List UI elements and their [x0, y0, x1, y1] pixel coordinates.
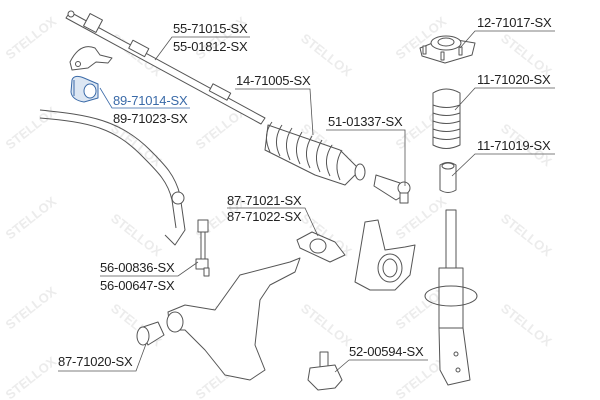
svg-text:STELLOX: STELLOX — [3, 353, 60, 400]
part-label-89-71014-highlighted[interactable]: 89-71014-SX — [113, 93, 188, 108]
tie-rod-part — [65, 10, 266, 125]
svg-text:STELLOX: STELLOX — [3, 193, 60, 242]
part-label-11-71020[interactable]: 11-71020-SX — [477, 72, 551, 87]
part-label-56-00647[interactable]: 56-00647-SX — [100, 278, 175, 293]
stabilizer-bracket-part — [69, 46, 113, 71]
part-label-87-71021[interactable]: 87-71021-SX — [227, 193, 302, 208]
bump-stop-part — [439, 162, 457, 193]
svg-text:STELLOX: STELLOX — [498, 301, 555, 350]
part-label-89-71023[interactable]: 89-71023-SX — [113, 111, 188, 126]
svg-text:STELLOX: STELLOX — [3, 13, 60, 62]
lower-control-arm-part — [166, 257, 301, 381]
control-arm-bushing-front-part — [136, 321, 165, 346]
part-label-55-71015[interactable]: 55-71015-SX — [173, 21, 248, 36]
stabilizer-bar-part — [39, 109, 186, 246]
svg-text:STELLOX: STELLOX — [108, 121, 165, 170]
part-label-11-71019[interactable]: 11-71019-SX — [477, 138, 551, 153]
tie-rod-end-part — [373, 174, 411, 204]
part-label-87-71020[interactable]: 87-71020-SX — [58, 354, 133, 369]
control-arm-bushing-rear-part — [296, 231, 346, 263]
shock-absorber-part — [424, 209, 478, 386]
svg-text:STELLOX: STELLOX — [3, 283, 60, 332]
dust-boot-part — [432, 88, 461, 149]
part-label-14-71005[interactable]: 14-71005-SX — [236, 73, 311, 88]
svg-text:STELLOX: STELLOX — [498, 211, 555, 260]
strut-mount-part — [419, 35, 476, 64]
svg-text:STELLOX: STELLOX — [298, 301, 355, 350]
part-label-55-01812[interactable]: 55-01812-SX — [173, 39, 248, 54]
part-label-51-01337[interactable]: 51-01337-SX — [328, 114, 403, 129]
part-label-12-71017[interactable]: 12-71017-SX — [477, 15, 552, 30]
stabilizer-link-part — [195, 219, 210, 277]
svg-text:STELLOX: STELLOX — [108, 211, 165, 260]
stabilizer-bushing-part — [70, 75, 99, 103]
steering-knuckle-part — [354, 219, 416, 291]
leader-lines — [58, 30, 555, 373]
part-label-87-71022[interactable]: 87-71022-SX — [227, 209, 302, 224]
part-label-56-00836[interactable]: 56-00836-SX — [100, 260, 175, 275]
ball-joint-part — [307, 351, 343, 391]
steering-boot-part — [264, 121, 366, 186]
part-label-52-00594[interactable]: 52-00594-SX — [349, 344, 424, 359]
